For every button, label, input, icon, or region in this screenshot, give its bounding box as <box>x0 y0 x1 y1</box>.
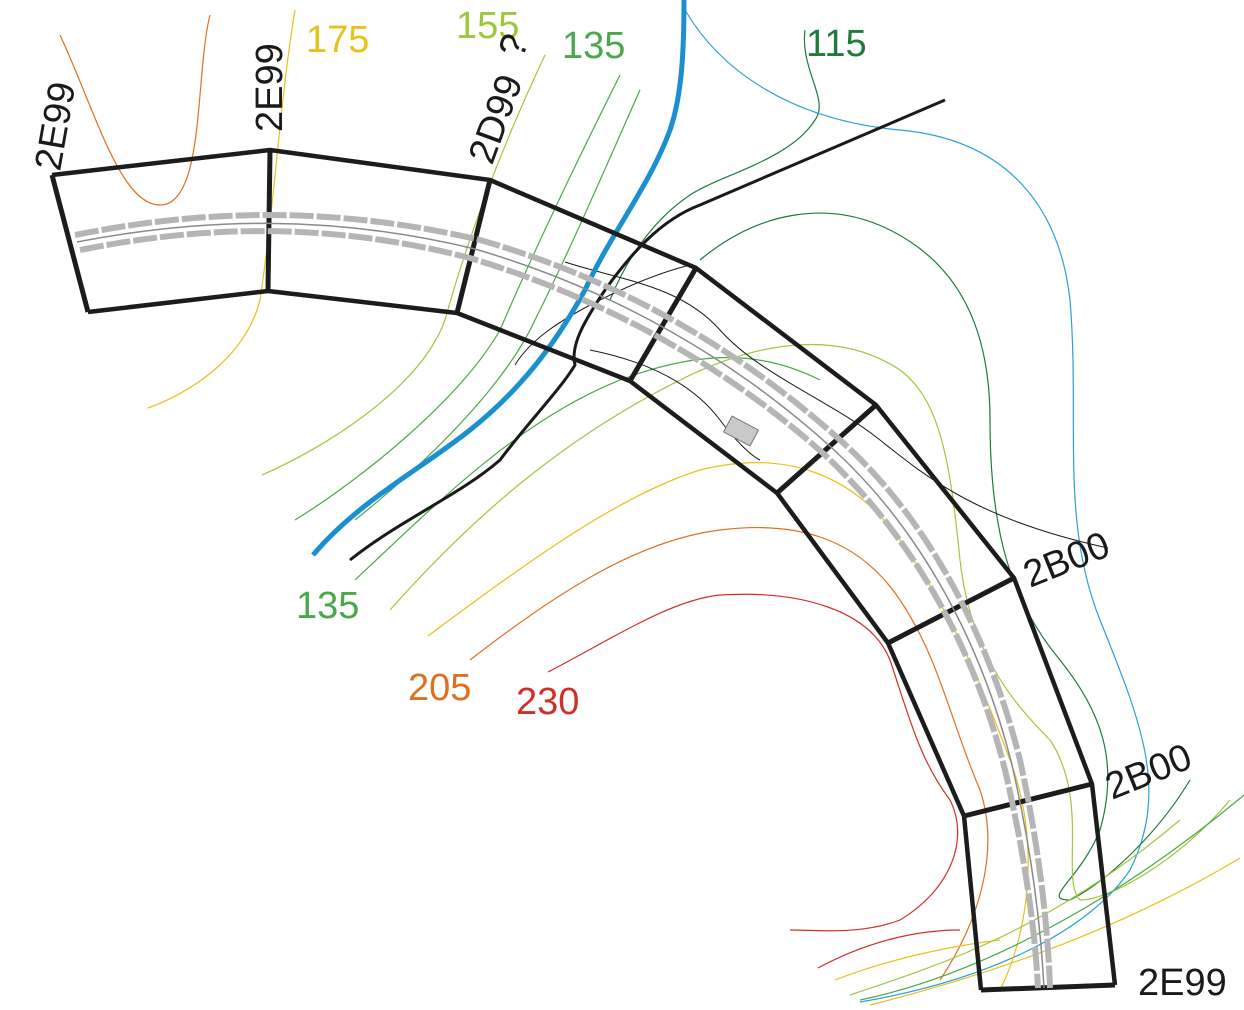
building <box>722 415 760 447</box>
survey-line-b <box>589 349 761 461</box>
segment-labels: 2E99 2E99 2D99 ? 2B00 2B00 2E99 <box>28 29 1227 1004</box>
segment-label-2e99-mid: 2E99 <box>249 43 291 132</box>
contour-line-175 <box>147 9 296 409</box>
contour-line-135-lower <box>354 357 821 581</box>
corridor-centerline-a <box>74 212 1053 989</box>
contour-label-175: 175 <box>306 19 369 61</box>
contour-line-bottom-3 <box>849 819 1181 996</box>
contour-label-115: 115 <box>806 23 867 65</box>
section-divider-4 <box>627 266 699 383</box>
section-divider-1 <box>49 174 91 313</box>
corridor <box>49 147 1118 993</box>
survey-line <box>564 261 1109 549</box>
contour-line-115 <box>609 29 820 301</box>
segment-label-2e99-left: 2E99 <box>28 79 85 174</box>
contour-line-230 <box>547 593 959 932</box>
corridor-centerline-b <box>79 228 1041 989</box>
contour-line-bottom-1 <box>817 929 961 969</box>
contour-label-230: 230 <box>516 681 579 723</box>
contour-label-155: 155 <box>456 5 519 47</box>
contour-label-135-bottom: 135 <box>296 585 359 627</box>
section-divider-5 <box>775 403 878 495</box>
contour-line-bottom-4 <box>869 857 1241 1006</box>
contour-line-bottom-2 <box>834 939 1001 981</box>
section-divider-3 <box>454 179 493 314</box>
contour-line-blue <box>684 9 1150 1003</box>
contour-lines <box>59 9 1244 1006</box>
contour-line-205 <box>469 527 989 981</box>
corridor-centerline-inner <box>76 222 1045 989</box>
contour-labels: 175 155 135 115 135 205 230 <box>296 5 867 723</box>
contour-line-bottom-5 <box>859 794 1244 1001</box>
contour-label-205: 205 <box>408 667 471 709</box>
contour-line-orange-topleft <box>59 14 211 206</box>
corridor-outline-bottom <box>87 288 984 991</box>
contour-line-175-lower <box>427 462 1029 991</box>
segment-label-2d99: 2D99 <box>461 69 532 169</box>
segment-label-2b00-upper: 2B00 <box>1018 524 1116 596</box>
corridor-outline-top <box>51 147 1118 986</box>
river <box>311 0 687 557</box>
section-divider-2 <box>265 149 273 292</box>
contour-label-135-top: 135 <box>562 25 625 67</box>
contour-line-155 <box>261 54 546 476</box>
survey-lines <box>514 261 1109 549</box>
road <box>349 98 946 562</box>
section-divider-6 <box>886 575 1016 646</box>
segment-label-2e99-bottom: 2E99 <box>1138 962 1227 1004</box>
